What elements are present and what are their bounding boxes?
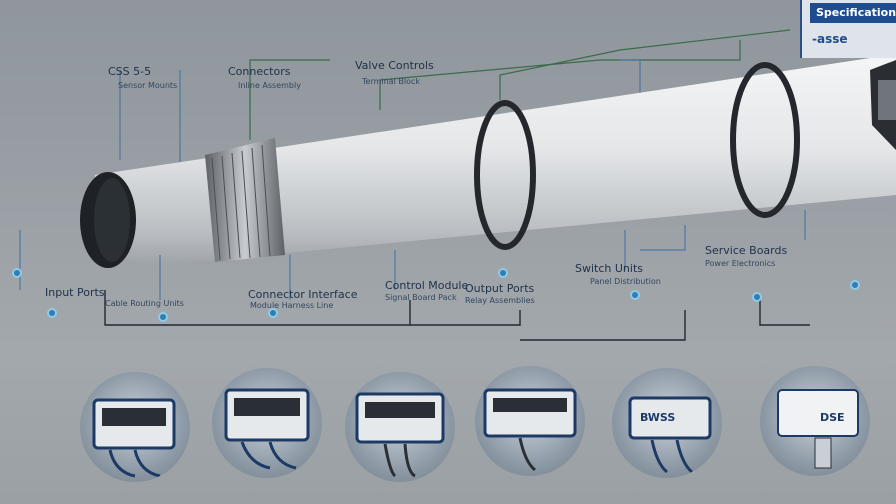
node-icon [498,268,508,278]
module-device-icon [224,388,310,470]
module-device-icon [777,389,859,469]
module-thumbnail-1 [80,372,190,482]
node-icon [850,280,860,290]
node-icon [630,290,640,300]
module-6-label: DSE [820,411,845,424]
module-thumbnail-2 [212,368,322,478]
bottom-label-4-title: Output Ports [465,282,535,295]
module-thumbnail-3 [345,372,455,482]
top-label-2-title: Connectors [228,65,291,78]
module-5-label: BWSS [640,411,676,424]
bottom-label-4-sub: Relay Assemblies [465,296,535,305]
module-thumbnail-4 [475,366,585,476]
node-icon [47,308,57,318]
node-icon [158,312,168,322]
bottom-label-5-sub: Panel Distribution [590,277,661,286]
bottom-label-3-title: Control Module [385,279,469,292]
module-thumbnail-5: BWSS [612,368,722,478]
bottom-label-1-title: Input Ports [45,286,105,299]
badge-title: Specification [810,3,896,23]
top-label-3-sub: Terminal Block [362,77,420,86]
top-callout-lines [249,29,791,140]
node-icon [752,292,762,302]
module-device-icon [92,398,176,478]
module-thumbnail-6: DSE [760,366,870,476]
node-icon [12,268,22,278]
top-label-2-sub: Inline Assembly [238,81,301,90]
top-label-1-sub: Sensor Mounts [118,81,178,90]
badge-subtitle: -asse [812,32,848,46]
module-device-icon [628,396,712,474]
bottom-callout-lines [104,290,810,341]
bottom-label-6-sub: Power Electronics [705,259,776,268]
bottom-label-1-sub: Cable Routing Units [105,299,184,308]
module-device-icon [355,392,445,478]
module-device-icon [483,388,577,472]
bottom-label-2-sub: Module Harness Line [250,301,334,310]
top-label-3-title: Valve Controls [355,59,434,72]
bottom-label-6-title: Service Boards [705,244,788,257]
node-icon [268,308,278,318]
bottom-label-3-sub: Signal Board Pack [385,293,457,302]
bottom-label-5-title: Switch Units [575,262,643,275]
spec-badge: Specification -asse [800,0,896,58]
top-label-1-title: CSS 5-5 [108,65,152,78]
bottom-label-2-title: Connector Interface [248,288,358,301]
pipe-assembly [80,55,896,268]
